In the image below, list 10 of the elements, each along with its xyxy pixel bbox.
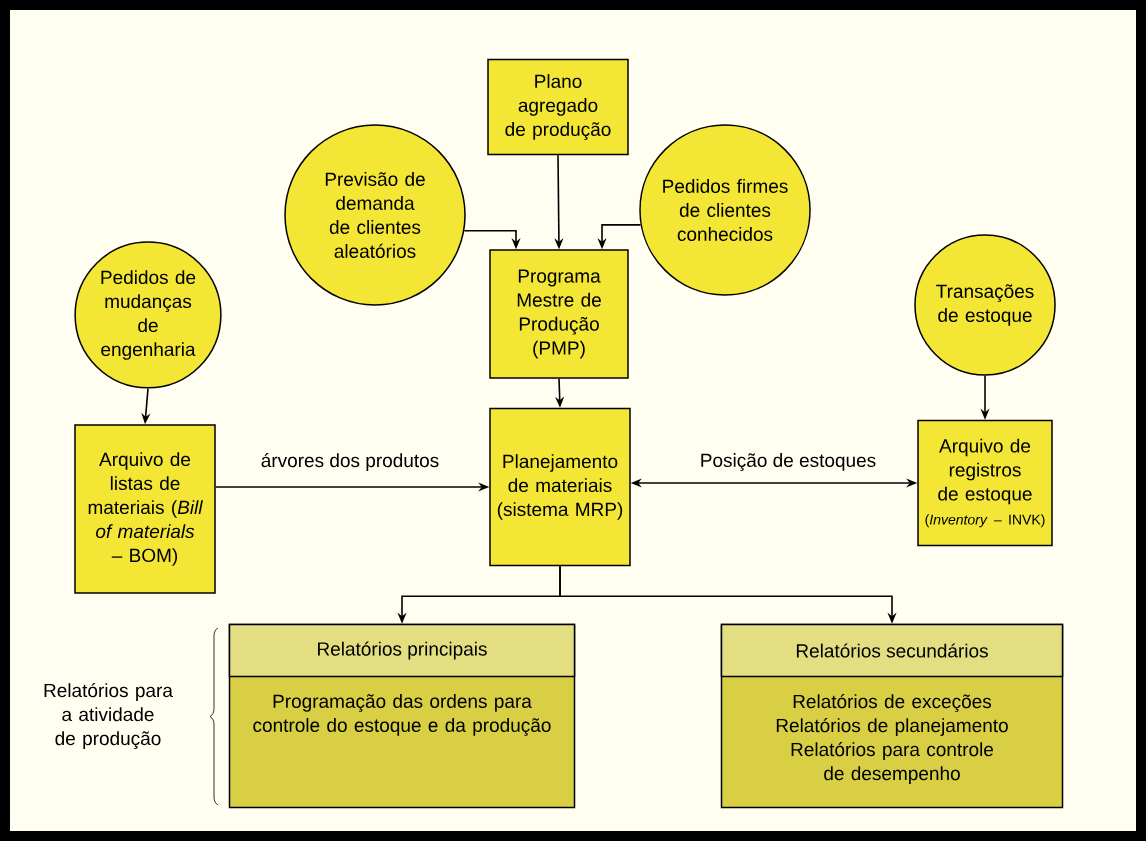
process-box: Plano agregado de produção <box>487 58 629 156</box>
process-box: Arquivo de listas de materiais (Bill of materials – BOM) <box>74 424 216 594</box>
edge-label: Posição de estoques <box>701 453 876 471</box>
report-box: Relatórios secundários Relatórios de exceções Relatórios de planejamento Relatórios para controle de desempenho <box>720 623 1064 809</box>
process-box: Programa Mestre de Produção (PMP) <box>489 249 629 379</box>
process-box: Planejamento de materiais (sistema MRP) <box>489 407 631 567</box>
process-box: Arquivo de registros de estoque (Inventory – INVK) <box>917 419 1053 547</box>
side-label: Relatórios para a atividade de produção <box>44 683 173 749</box>
edge-label: árvores dos produtos <box>261 453 439 471</box>
report-box: Relatórios principais Programação das ordens para controle do estoque e da produção <box>228 623 576 809</box>
